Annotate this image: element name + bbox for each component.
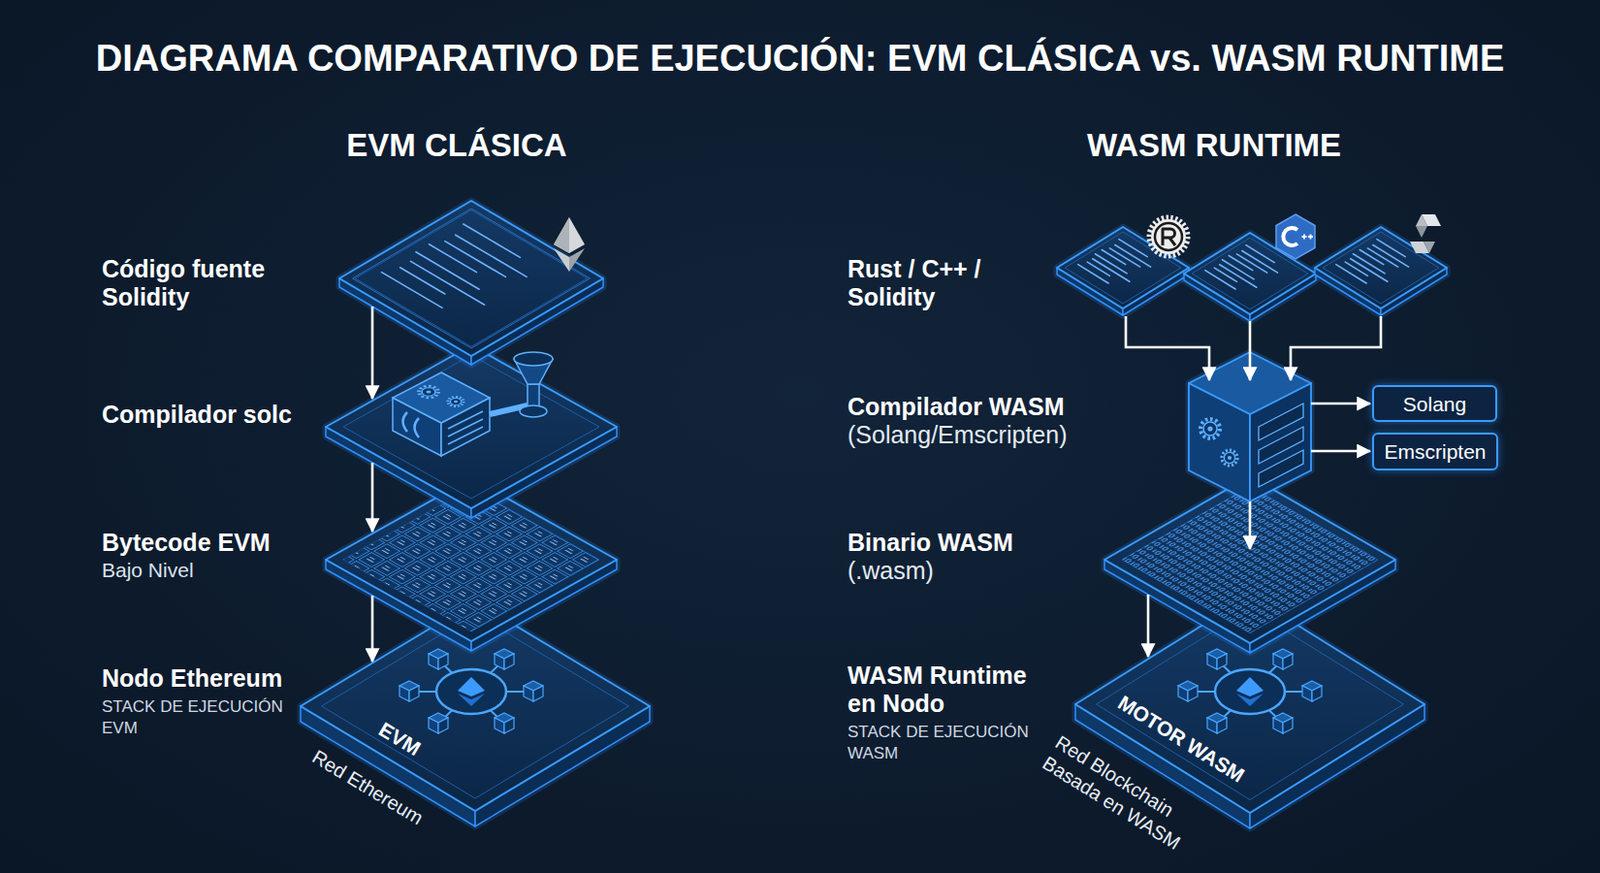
box-label: Solang bbox=[1403, 391, 1467, 416]
flow-arrow bbox=[1147, 594, 1151, 657]
diagram-title: DIAGRAMA COMPARATIVO DE EJECUCIÓN: EVM C… bbox=[0, 36, 1600, 80]
plate-top bbox=[1314, 226, 1447, 309]
code-lines bbox=[1078, 239, 1159, 289]
rust-logo bbox=[1149, 217, 1188, 256]
flow-arrow bbox=[1290, 316, 1381, 381]
flow-arrow bbox=[1311, 449, 1371, 453]
step-title: Código fuente Solidity bbox=[101, 255, 296, 312]
source-plates bbox=[1056, 226, 1447, 321]
step-subtitle: (Solang/Emscripten) bbox=[847, 420, 1067, 449]
step-subtitle: STACK DE EJECUCIÓN WASM bbox=[847, 721, 1042, 765]
plate-inset bbox=[343, 354, 600, 499]
source-plate bbox=[339, 200, 604, 365]
step-title: Compilador solc bbox=[101, 400, 292, 429]
code-screen bbox=[352, 208, 591, 349]
column-heading: EVM CLÁSICA bbox=[214, 127, 700, 164]
flow-arrow bbox=[1125, 316, 1210, 381]
step-title: WASM Runtime en Nodo bbox=[847, 661, 1042, 718]
plate-top bbox=[339, 200, 604, 356]
step-title: Compilador WASM bbox=[847, 392, 1067, 421]
label-column: Binario WASM(.wasm) bbox=[847, 528, 1014, 585]
label-column: WASM Runtime en NodoSTACK DE EJECUCIÓN W… bbox=[847, 661, 1042, 765]
plate-inset bbox=[1322, 231, 1440, 304]
step-subtitle: Bajo Nivel bbox=[101, 556, 271, 583]
box-label: Emscripten bbox=[1383, 439, 1486, 464]
cpp-logo bbox=[1276, 214, 1315, 259]
tool-box: Emscripten bbox=[1372, 432, 1499, 471]
label-column: Rust / C++ / Solidity bbox=[847, 255, 1003, 312]
plate-caption: EVM bbox=[374, 717, 424, 761]
label-column: Compilador solc bbox=[101, 400, 292, 429]
ethereum-network-icon bbox=[399, 648, 544, 734]
binary-plate: Binario WASM(.wasm) bbox=[1104, 476, 1396, 653]
tool-box: Solang bbox=[1372, 384, 1498, 422]
plate-glow bbox=[1314, 226, 1447, 316]
code-lines bbox=[1205, 245, 1286, 295]
code-lines bbox=[1336, 239, 1417, 289]
step-subtitle: (.wasm) bbox=[847, 556, 1014, 585]
plate-caption: MOTOR WASM bbox=[1113, 690, 1248, 787]
bytecode-plate: Bytecode EVMBajo Nivel bbox=[325, 478, 617, 651]
plate-glow bbox=[325, 345, 617, 518]
label-column: Código fuente Solidity bbox=[101, 255, 296, 312]
flow-arrow bbox=[371, 595, 375, 662]
compiler-plate: Compilador solc bbox=[325, 345, 617, 518]
plate-inset bbox=[354, 210, 587, 348]
flow-arrow bbox=[371, 462, 375, 532]
compiler-plate bbox=[325, 345, 617, 518]
wasm-network-icon bbox=[1178, 648, 1322, 734]
plate-glow bbox=[339, 200, 604, 365]
step-title: Binario WASM bbox=[847, 528, 1014, 557]
solidity-logo bbox=[1409, 214, 1441, 254]
plate-top bbox=[1056, 226, 1189, 309]
label-column: Nodo EthereumSTACK DE EJECUCIÓN EVM bbox=[101, 664, 296, 739]
source-plates: Rust / C++ / Solidity bbox=[1056, 226, 1447, 322]
ethereum-logo bbox=[553, 217, 585, 272]
label-column: Bytecode EVMBajo Nivel bbox=[101, 528, 271, 583]
flow-arrow bbox=[1248, 501, 1252, 549]
column-heading: WASM RUNTIME bbox=[971, 127, 1457, 164]
binary-digits bbox=[1121, 485, 1378, 633]
compiler-cube: Compilador WASM(Solang/Emscripten) bbox=[1188, 352, 1312, 502]
source-plate: Código fuente Solidity bbox=[339, 200, 604, 365]
step-title: Bytecode EVM bbox=[101, 528, 271, 557]
flow-arrow bbox=[1311, 402, 1371, 406]
cube-details bbox=[1200, 403, 1304, 487]
node-plate: Nodo EthereumSTACK DE EJECUCIÓN EVMEVMRe… bbox=[300, 601, 650, 827]
label-column: Compilador WASM(Solang/Emscripten) bbox=[847, 392, 1067, 449]
plate-top bbox=[325, 345, 617, 509]
flow-arrow bbox=[1248, 320, 1252, 381]
step-title: Rust / C++ / Solidity bbox=[847, 255, 1003, 312]
step-subtitle: STACK DE EJECUCIÓN EVM bbox=[101, 696, 296, 739]
runtime-plate: WASM Runtime en NodoSTACK DE EJECUCIÓN W… bbox=[1075, 595, 1425, 829]
plate-inset bbox=[1121, 485, 1378, 633]
flow-arrow bbox=[371, 306, 375, 399]
step-title: Nodo Ethereum bbox=[101, 664, 296, 693]
